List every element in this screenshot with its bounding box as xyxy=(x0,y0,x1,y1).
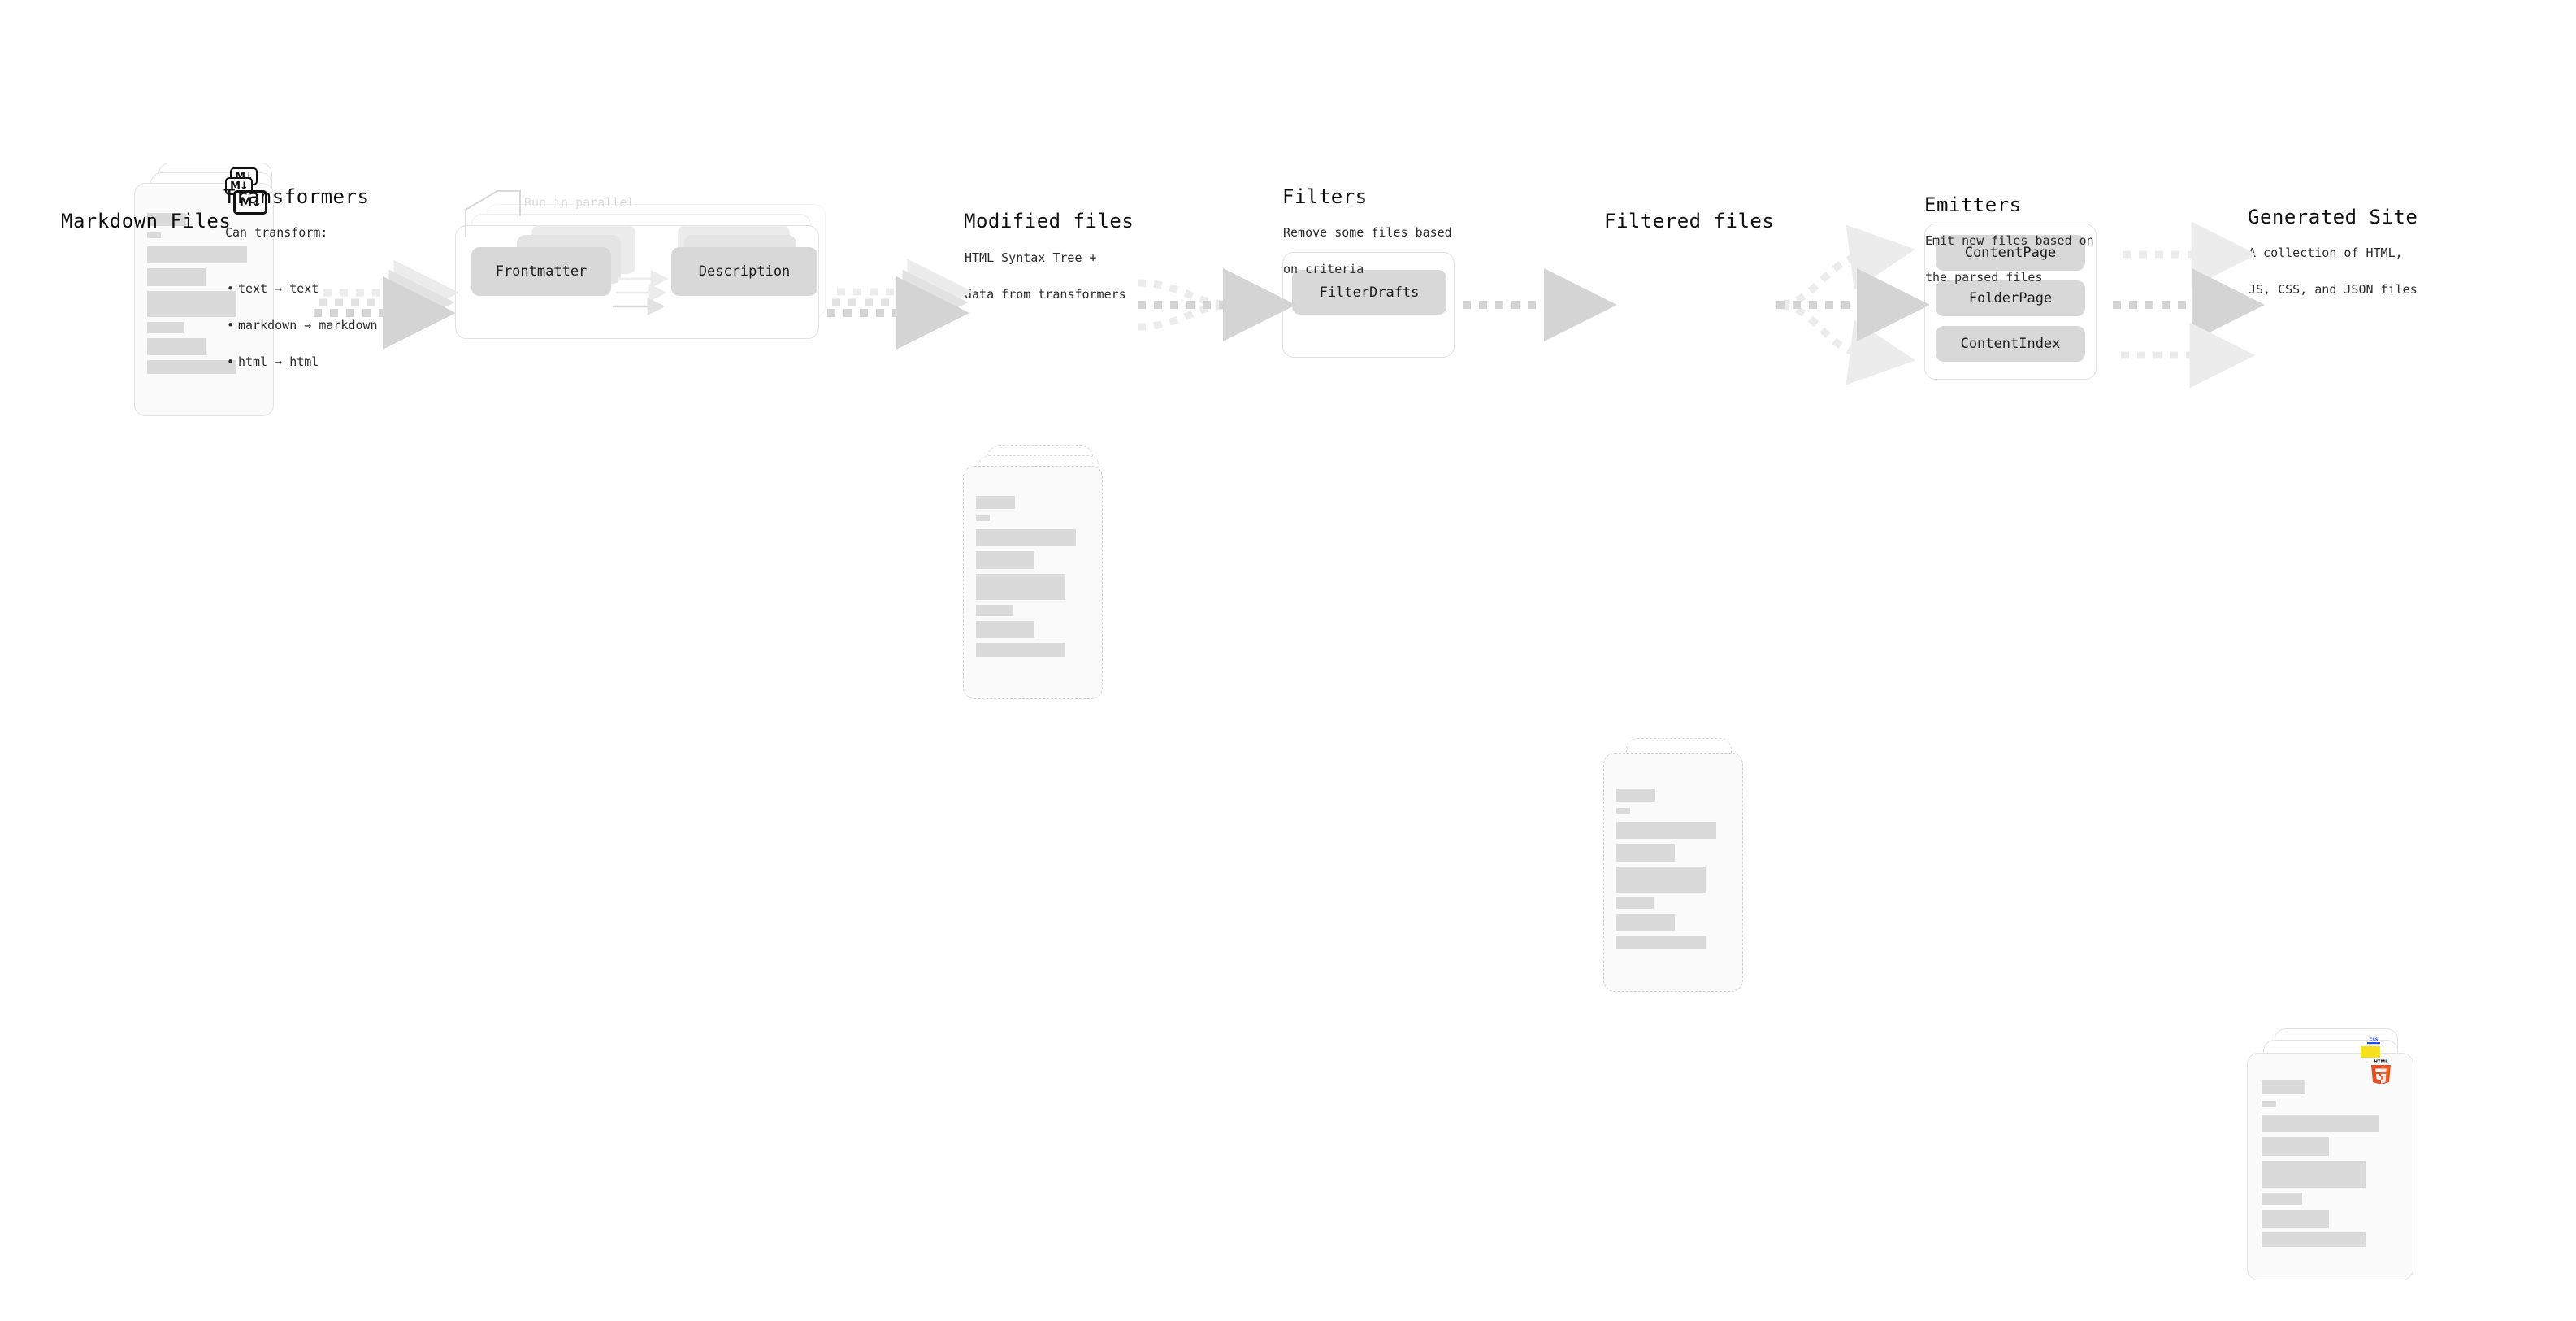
emitter-chip-folderpage[interactable]: FolderPage xyxy=(1936,280,2085,316)
skeleton-line xyxy=(976,643,1065,657)
arrow-filtered-files-to-emitters xyxy=(1776,224,1930,385)
skeleton-line xyxy=(976,496,1015,509)
modified-files-caption-line: HTML Syntax Tree + xyxy=(965,250,1097,265)
modified-files-card-stack xyxy=(963,445,1150,738)
html5-icon: HTML xyxy=(2369,1058,2393,1085)
markdown-icon: M↓ xyxy=(233,190,267,215)
generated-site-caption-line: A collection of HTML, xyxy=(2249,245,2403,260)
skeleton-line xyxy=(976,515,990,521)
skeleton-line xyxy=(2262,1101,2276,1107)
filters-caption: Remove some files based on criteria xyxy=(1283,205,1452,297)
skeleton-line xyxy=(1616,808,1630,814)
transformers-caption-item: text → text xyxy=(227,280,378,298)
skeleton-line xyxy=(1616,914,1675,931)
emitters-caption-line: Emit new files based on xyxy=(1925,232,2094,248)
arrow-transformers-to-modified-files xyxy=(827,259,974,350)
emitters-group: ContentPage FolderPage ContentIndex xyxy=(1924,224,2111,380)
transformers-group: Frontmatter Description Frontmatter Desc… xyxy=(455,191,837,378)
css-icon: CSS xyxy=(2366,1033,2382,1045)
stage-title-transformers: Transformers xyxy=(223,185,370,208)
emitters-caption: Emit new files based on the parsed files xyxy=(1925,213,2094,305)
transformers-caption-list: text → text markdown → markdown html → h… xyxy=(225,262,378,390)
filters-caption-line: on criteria xyxy=(1283,261,1364,276)
filters-group: FilterDrafts xyxy=(1282,252,1461,358)
generated-site-caption-line: JS, CSS, and JSON files xyxy=(2249,281,2418,297)
skeleton-line xyxy=(976,529,1076,546)
skeleton-line xyxy=(147,232,161,238)
modified-files-caption: HTML Syntax Tree + data from transformer… xyxy=(965,230,1126,322)
skeleton-line xyxy=(147,338,206,355)
filter-chip-filterdrafts[interactable]: FilterDrafts xyxy=(1292,270,1446,315)
skeleton-line xyxy=(2262,1232,2366,1247)
skeleton-line xyxy=(2262,1210,2329,1228)
skeleton-line xyxy=(2262,1193,2302,1205)
skeleton-line xyxy=(147,213,186,226)
skeleton-line xyxy=(976,574,1065,600)
svg-text:CSS: CSS xyxy=(2370,1038,2379,1043)
transformers-caption-intro: Can transform: xyxy=(225,224,328,240)
emitters-caption-line: the parsed files xyxy=(1925,269,2043,285)
transformers-caption-item: markdown → markdown xyxy=(227,316,378,335)
skeleton-line xyxy=(147,291,236,317)
arrow-modified-files-to-filters xyxy=(1137,268,1296,341)
emitter-chip-contentindex[interactable]: ContentIndex xyxy=(1936,326,2085,362)
filtered-files-card-stack xyxy=(1603,738,1790,1031)
filters-caption-line: Remove some files based xyxy=(1283,224,1452,240)
pipeline-diagram: M↓ M↓ M↓ Markdown Files Frontmatter Desc… xyxy=(0,0,2576,681)
transformer-chip-description[interactable]: Description xyxy=(671,247,817,296)
skeleton-line xyxy=(1616,936,1706,949)
skeleton-line xyxy=(2262,1115,2379,1132)
modified-files-caption-line: data from transformers xyxy=(965,286,1126,302)
skeleton-line xyxy=(2262,1137,2329,1156)
run-in-parallel-label: Run in parallel xyxy=(524,195,635,210)
skeleton-line xyxy=(147,322,184,333)
skeleton-line xyxy=(147,268,206,286)
markdown-files-card-stack: M↓ M↓ M↓ xyxy=(134,163,321,447)
skeleton-line xyxy=(2262,1161,2366,1188)
stage-title-filters: Filters xyxy=(1282,185,1368,208)
skeleton-line xyxy=(1616,789,1655,802)
emitter-chip-contentpage[interactable]: ContentPage xyxy=(1936,235,2085,271)
skeleton-line xyxy=(147,360,236,374)
stage-title-filtered-files: Filtered files xyxy=(1604,210,1775,232)
skeleton-line xyxy=(147,246,247,263)
stage-title-emitters: Emitters xyxy=(1924,193,2022,216)
js-icon xyxy=(2361,1046,2380,1058)
transformers-caption: Can transform: text → text markdown → ma… xyxy=(225,205,378,408)
stage-title-generated-site: Generated Site xyxy=(2248,206,2418,228)
skeleton-line xyxy=(1616,844,1675,862)
skeleton-line xyxy=(1616,867,1706,893)
stage-title-modified-files: Modified files xyxy=(964,210,1134,232)
stage-title-markdown-files: Markdown Files xyxy=(61,210,232,232)
transformer-chip-frontmatter[interactable]: Frontmatter xyxy=(471,247,611,296)
svg-text:HTML: HTML xyxy=(2374,1060,2388,1065)
skeleton-line xyxy=(1616,822,1716,839)
generated-site-caption: A collection of HTML, JS, CSS, and JSON … xyxy=(2249,225,2418,317)
skeleton-line xyxy=(976,605,1013,616)
generated-site-card-stack: CSS HTML xyxy=(2247,1028,2442,1321)
transformers-caption-item: html → html xyxy=(227,353,378,372)
arrow-emitters-to-generated-site xyxy=(2113,221,2265,389)
skeleton-line xyxy=(976,621,1034,638)
skeleton-line xyxy=(2262,1080,2305,1094)
skeleton-line xyxy=(1616,897,1654,909)
skeleton-line xyxy=(976,551,1034,569)
